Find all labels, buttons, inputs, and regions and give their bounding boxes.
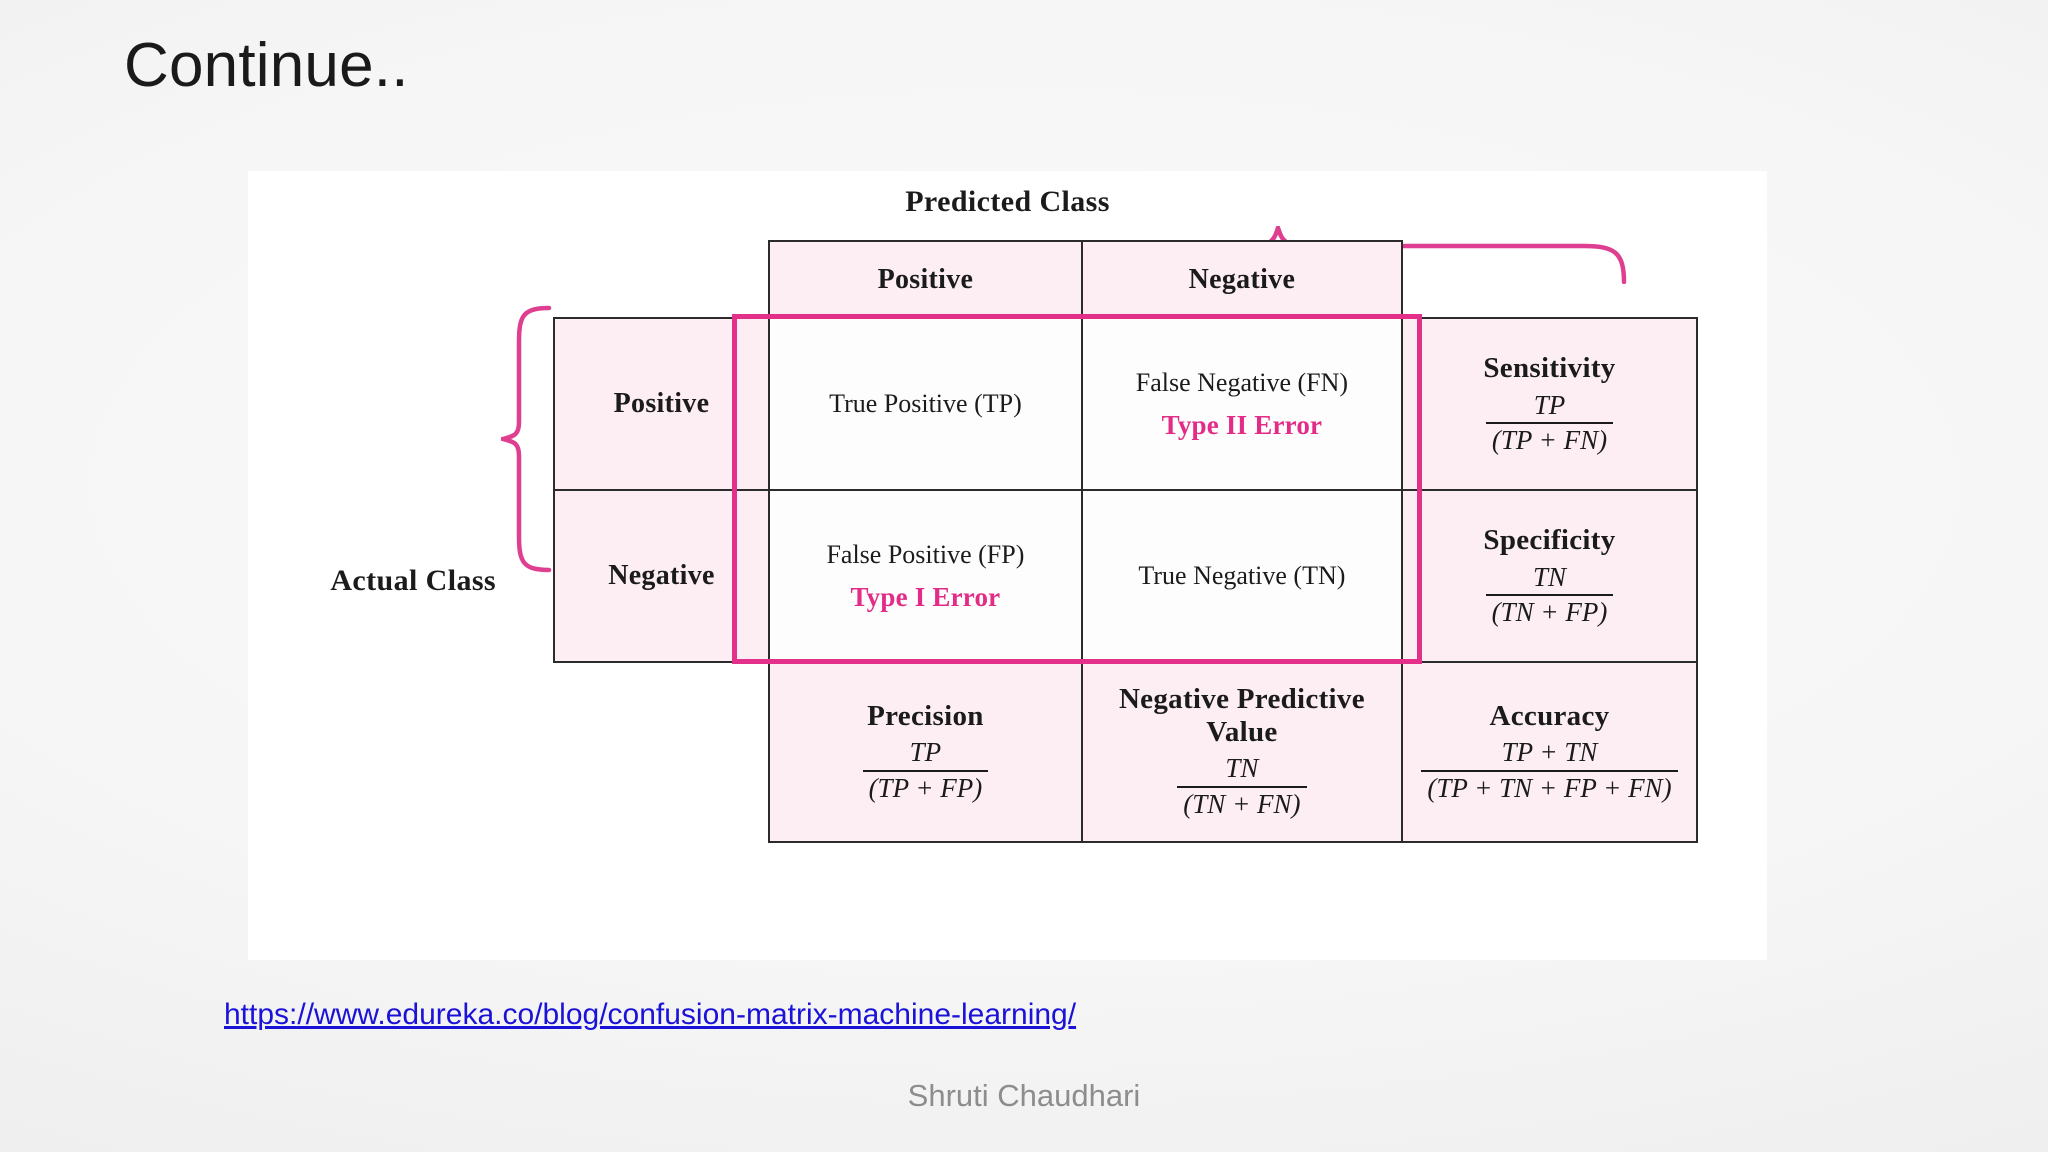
cell-true-positive: True Positive (TP)	[767, 317, 1083, 491]
formula-specificity-numerator: TN	[1532, 561, 1566, 592]
footer-author-name: Shruti Chaudhari	[907, 1078, 1141, 1113]
cell-specificity: Specificity TN (TN + FP)	[1400, 489, 1699, 663]
formula-precision: TP (TP + FP)	[862, 736, 989, 805]
row-header-negative: Negative	[553, 489, 770, 663]
metric-name-specificity: Specificity	[1483, 523, 1616, 556]
formula-precision-numerator: TP	[909, 736, 942, 767]
page-title: Continue..	[124, 31, 409, 100]
formula-sensitivity-numerator: TP	[1533, 389, 1566, 420]
table-row-metrics: Precision TP (TP + FP) Negative Predicti…	[554, 661, 1699, 843]
cell-false-positive-label: False Positive (FP)	[826, 539, 1025, 569]
cell-true-negative-label: True Negative (TN)	[1138, 561, 1346, 591]
table-row-header: Positive Negative	[554, 240, 1697, 319]
confusion-matrix-figure: Predicted Class Actual Class Positive Ne…	[248, 171, 1767, 960]
actual-class-label: Actual Class	[330, 564, 496, 597]
cell-accuracy: Accuracy TP + TN (TP + TN + FP + FN)	[1400, 661, 1699, 843]
header-metric-empty	[1402, 241, 1697, 318]
cell-negative-predictive-value: Negative Predictive Value TN (TN + FN)	[1080, 661, 1403, 843]
formula-precision-denominator: (TP + FP)	[862, 769, 989, 805]
predicted-class-label: Predicted Class	[905, 185, 1110, 218]
metric-name-sensitivity: Sensitivity	[1483, 351, 1616, 384]
metric-name-npv: Negative Predictive Value	[1118, 683, 1365, 749]
formula-accuracy-numerator: TP + TN	[1501, 736, 1598, 767]
cell-false-negative: False Negative (FN) Type II Error	[1080, 317, 1403, 491]
metric-name-precision: Precision	[867, 699, 984, 732]
formula-accuracy-denominator: (TP + TN + FP + FN)	[1421, 769, 1678, 805]
formula-sensitivity: TP (TP + FN)	[1485, 389, 1614, 458]
cell-precision: Precision TP (TP + FP)	[767, 661, 1083, 843]
column-header-positive: Positive	[767, 240, 1083, 319]
cell-false-positive: False Positive (FP) Type I Error	[767, 489, 1083, 663]
corner-cell-empty	[554, 241, 769, 318]
row-header-positive: Positive	[553, 317, 770, 491]
cell-false-negative-label: False Negative (FN)	[1135, 367, 1349, 397]
formula-npv-numerator: TN	[1225, 753, 1259, 784]
metric-name-accuracy: Accuracy	[1489, 699, 1610, 732]
column-header-negative: Negative	[1080, 240, 1403, 319]
cell-false-positive-error: Type I Error	[850, 581, 1001, 612]
source-url-link[interactable]: https://www.edureka.co/blog/confusion-ma…	[224, 998, 1077, 1031]
cell-true-positive-label: True Positive (TP)	[829, 389, 1022, 419]
table-row: Positive True Positive (TP) False Negati…	[553, 317, 1699, 491]
cell-false-negative-error: Type II Error	[1161, 409, 1323, 440]
cell-sensitivity: Sensitivity TP (TP + FN)	[1400, 317, 1699, 491]
formula-specificity-denominator: (TN + FP)	[1485, 594, 1614, 629]
bottom-rowlabel-empty	[554, 662, 769, 842]
cell-true-negative: True Negative (TN)	[1080, 489, 1403, 663]
table-row: Negative False Positive (FP) Type I Erro…	[553, 489, 1699, 663]
confusion-matrix-table: Positive Negative Positive True Positive…	[553, 240, 1699, 843]
formula-npv-denominator: (TN + FN)	[1177, 786, 1307, 821]
formula-accuracy: TP + TN (TP + TN + FP + FN)	[1421, 736, 1678, 805]
formula-sensitivity-denominator: (TP + FN)	[1485, 422, 1614, 457]
curly-brace-vertical-icon	[501, 305, 552, 573]
formula-specificity: TN (TN + FP)	[1485, 561, 1614, 630]
formula-npv: TN (TN + FN)	[1177, 753, 1307, 821]
